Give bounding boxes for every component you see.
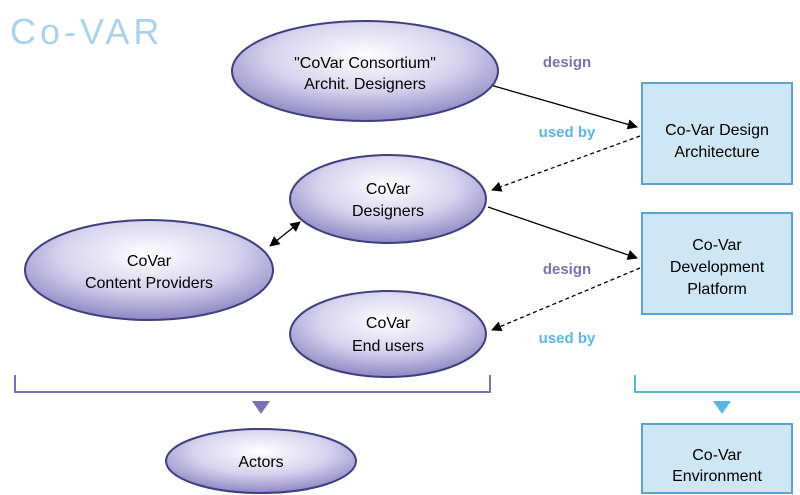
node-covar-design-architecture: Co-Var Design Architecture — [641, 82, 793, 185]
node-label-line: Designers — [352, 203, 424, 220]
edge-consortium-to-architecture — [479, 81, 638, 130]
node-covar-development-platform: Co-Var Development Platform — [641, 212, 793, 315]
node-covar-environment: Co-Var Environment — [641, 423, 793, 494]
edge-label-design-top: design — [543, 54, 591, 71]
node-actors: Actors — [165, 428, 357, 494]
node-label-line: Co-Var — [692, 237, 742, 254]
node-label-line: Platform — [687, 281, 747, 298]
node-covar-end-users: CoVar End users — [289, 290, 487, 378]
down-triangle-icon — [252, 401, 270, 414]
node-label-line: CoVar — [366, 315, 411, 332]
node-covar-content-providers: CoVar Content Providers — [24, 219, 274, 321]
node-label-line: Co-Var — [692, 447, 742, 464]
node-covar-designers: CoVar Designers — [289, 154, 487, 244]
node-label-line: CoVar — [366, 181, 411, 198]
edge-label-used-by-top: used by — [539, 124, 596, 141]
node-label-line: End users — [352, 338, 424, 355]
node-label-line: Content Providers — [85, 275, 213, 292]
edge-designers-to-platform — [487, 206, 638, 260]
environment-bracket — [634, 375, 800, 414]
edge-architecture-to-designers — [491, 135, 641, 192]
node-label-line: Actors — [238, 454, 283, 471]
node-label-line: Environment — [672, 468, 762, 485]
node-consortium-architecture-designers: "CoVar Consortium" Archit. Designers — [231, 20, 499, 122]
edge-platform-to-end-users — [491, 267, 641, 332]
node-label-line: Development — [670, 259, 765, 276]
down-triangle-icon — [713, 401, 731, 414]
node-label-line: Archit. Designers — [304, 76, 426, 93]
edge-label-design-bottom: design — [543, 261, 591, 278]
edge-content-providers-designers — [269, 221, 301, 247]
covar-logo: Co-VAR — [10, 11, 163, 52]
actors-bracket — [14, 375, 491, 414]
node-label-line: CoVar — [127, 253, 172, 270]
node-label-line: Co-Var Design — [665, 122, 769, 139]
node-label-line: "CoVar Consortium" — [294, 55, 436, 72]
node-label-line: Architecture — [674, 144, 759, 161]
edge-label-used-by-bottom: used by — [539, 330, 596, 347]
